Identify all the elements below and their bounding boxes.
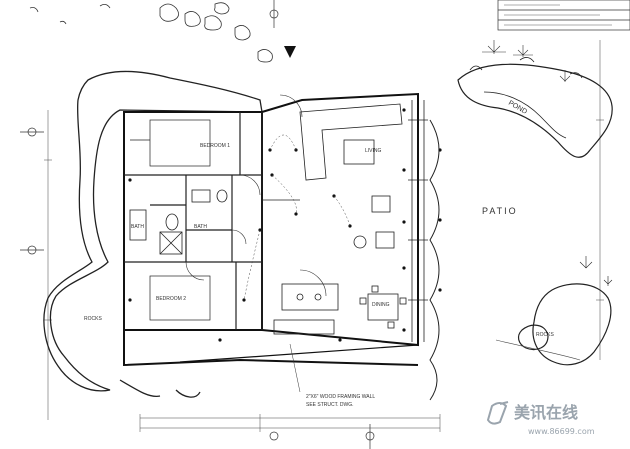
room-label-bath-2: BATH <box>194 224 207 230</box>
living-furniture <box>299 103 403 249</box>
room-label-bedroom-2: BEDROOM 2 <box>156 296 186 302</box>
pond-area <box>457 57 613 158</box>
watermark-logo-icon <box>486 401 509 425</box>
dimension-lines <box>44 40 604 432</box>
room-label-bath-1: BATH <box>131 224 144 230</box>
switch-circuits <box>243 134 351 301</box>
area-label-patio: PATIO <box>482 206 518 216</box>
plant-symbols-top-right <box>482 40 571 82</box>
legend-box <box>497 0 630 31</box>
framing-note-line-1: 2"X6" WOOD FRAMING WALL <box>306 394 375 400</box>
electrical-symbols <box>128 108 442 342</box>
dining-furniture <box>359 285 407 329</box>
area-label-rocks-left: ROCKS <box>84 316 102 322</box>
beds <box>149 119 211 321</box>
shrub-cluster-top <box>29 2 273 63</box>
patio-edge <box>429 119 440 401</box>
east-glazing <box>408 100 428 342</box>
watermark-url: www.86699.com <box>528 427 595 436</box>
kitchen-counter <box>273 283 339 335</box>
bath-fixtures <box>129 189 228 255</box>
building-walls <box>123 92 419 367</box>
room-label-dining: DINING <box>372 302 390 308</box>
rock-cluster-bottom-right <box>517 256 613 366</box>
north-arrow-icon <box>284 46 296 58</box>
framing-note-line-2: SEE STRUCT. DWG. <box>306 402 354 408</box>
patio-outline <box>495 339 581 361</box>
room-label-bedroom-1: BEDROOM 1 <box>200 143 230 149</box>
rock-border-left <box>43 70 263 398</box>
interior-walls <box>124 112 300 330</box>
area-label-rocks-right: ROCKS <box>536 332 554 338</box>
note-leader-line <box>289 343 301 393</box>
grid-markers <box>20 0 375 449</box>
door-swings <box>185 94 327 297</box>
room-label-living: LIVING <box>365 148 382 154</box>
watermark-logo-text: 美讯在线 <box>514 403 578 422</box>
watermark: 美讯在线 www.86699.com <box>486 401 595 436</box>
